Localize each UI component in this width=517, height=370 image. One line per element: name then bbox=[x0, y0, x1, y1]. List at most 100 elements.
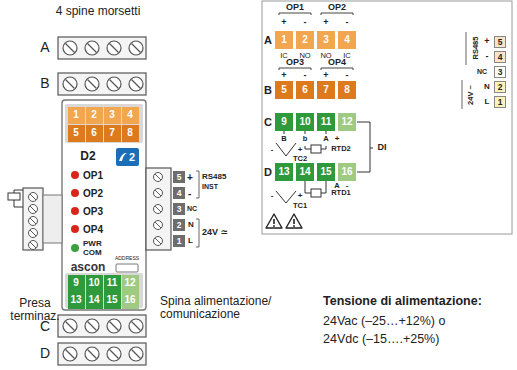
diagram-label: - bbox=[304, 18, 307, 28]
diagram-label: TC2 bbox=[293, 155, 307, 163]
diagram-label: D bbox=[264, 166, 272, 178]
terminal-number: 14 bbox=[299, 167, 310, 177]
terminal-box: 2 bbox=[494, 81, 506, 93]
diagram-label: OP3 bbox=[286, 58, 304, 68]
terminal-box: 4 bbox=[173, 187, 185, 199]
terminal-number: 3 bbox=[498, 68, 503, 77]
terminal-box: 1 bbox=[494, 96, 506, 108]
terminal-number: 2 bbox=[91, 110, 97, 120]
terminal-number: 15 bbox=[106, 295, 117, 305]
diagram-label: RTD1 bbox=[331, 189, 351, 197]
terminal-box: 9 bbox=[275, 113, 293, 131]
terminal-number: 13 bbox=[278, 167, 289, 177]
diagram-label: + bbox=[484, 37, 489, 47]
diagram-label: DI bbox=[378, 143, 387, 153]
diagram-label: + bbox=[298, 192, 303, 201]
terminal-box: 11 bbox=[317, 113, 335, 131]
diagram-label: OP2 bbox=[328, 3, 346, 13]
diagram-label: + bbox=[323, 18, 328, 28]
terminal-number: 10 bbox=[88, 278, 99, 288]
terminal-box: 10 bbox=[296, 113, 314, 131]
termination-socket bbox=[8, 188, 62, 250]
schematic-frame bbox=[262, 1, 512, 234]
diagram-label: + bbox=[281, 18, 286, 28]
diagram-label: OP3 bbox=[83, 206, 103, 217]
terminal-number: 4 bbox=[177, 189, 182, 198]
terminal-number: 14 bbox=[88, 295, 99, 305]
diagram-label: RS485 bbox=[472, 37, 480, 60]
terminal-number: 7 bbox=[323, 85, 329, 95]
terminal-box: 8 bbox=[122, 125, 139, 142]
terminal-number: 3 bbox=[177, 205, 182, 214]
terminal-number: 8 bbox=[344, 85, 350, 95]
terminal-box: 14 bbox=[86, 292, 103, 309]
terminal-box: 3 bbox=[317, 31, 335, 49]
terminal-number: 4 bbox=[344, 35, 350, 45]
terminal-number: 4 bbox=[127, 110, 133, 120]
diagram-label: - bbox=[346, 71, 349, 81]
terminal-box: 12 bbox=[338, 113, 356, 131]
diagram-label: Presa terminaz. bbox=[4, 297, 66, 323]
diagram-label: NC bbox=[477, 68, 487, 76]
diagram-label: L bbox=[188, 237, 193, 246]
terminal-box: 6 bbox=[86, 125, 103, 142]
power-comm-plug bbox=[146, 168, 199, 250]
diagram-label: B bbox=[264, 84, 272, 96]
terminal-box: 14 bbox=[296, 163, 314, 181]
terminal-box: 1 bbox=[68, 107, 85, 124]
terminal-block bbox=[58, 37, 146, 95]
terminal-number: 1 bbox=[498, 98, 503, 107]
terminal-number: 1 bbox=[177, 237, 182, 246]
terminal-number: 2 bbox=[498, 83, 503, 92]
terminal-box: 12 bbox=[122, 275, 139, 292]
diagram-label: Tensione di alimentazione: bbox=[323, 295, 482, 309]
terminal-box: 1 bbox=[173, 235, 185, 247]
diagram-label: N bbox=[188, 221, 194, 230]
diagram-label: RS485 bbox=[202, 173, 226, 182]
terminal-box: 2 bbox=[86, 107, 103, 124]
terminal-box: 10 bbox=[86, 275, 103, 292]
terminal-box: 4 bbox=[338, 31, 356, 49]
device-body bbox=[62, 100, 146, 310]
terminal-number: 5 bbox=[73, 128, 79, 138]
diagram-label: OP1 bbox=[83, 170, 103, 181]
diagram-label: - bbox=[188, 188, 191, 199]
terminal-box: 3 bbox=[173, 203, 185, 215]
diagram-label: 24Vac (–25…+12%) o bbox=[323, 315, 445, 329]
diagram-label: + bbox=[323, 71, 328, 81]
terminal-box: 7 bbox=[104, 125, 121, 142]
diagram-label: N bbox=[484, 83, 490, 92]
terminal-box: 4 bbox=[494, 51, 506, 63]
terminal-box: 6 bbox=[296, 81, 314, 99]
diagram-label: ascon bbox=[71, 261, 106, 274]
terminal-number: 7 bbox=[109, 128, 115, 138]
terminal-box: 5 bbox=[68, 125, 85, 142]
diagram-label: - bbox=[271, 146, 274, 155]
diagram-label: OP1 bbox=[286, 3, 304, 13]
diagram-label: NC bbox=[187, 205, 197, 213]
terminal-number: 16 bbox=[124, 295, 135, 305]
terminal-number: 15 bbox=[320, 167, 331, 177]
terminal-number: 1 bbox=[73, 110, 79, 120]
terminal-number: 9 bbox=[73, 278, 79, 288]
diagram-label: 24Vdc (–15….+25%) bbox=[323, 333, 439, 347]
diagram-label: PWR bbox=[83, 240, 102, 249]
terminal-box: 4 bbox=[122, 107, 139, 124]
terminal-number: 13 bbox=[70, 295, 81, 305]
diagram-label: + bbox=[298, 146, 303, 155]
diagram-label: L bbox=[485, 98, 490, 107]
terminal-number: 1 bbox=[281, 35, 287, 45]
diagram-label: + bbox=[281, 71, 286, 81]
terminal-number: 12 bbox=[341, 117, 352, 127]
diagram-label: D2 bbox=[80, 150, 95, 163]
terminal-number: 8 bbox=[127, 128, 133, 138]
diagram-label: + bbox=[335, 135, 340, 144]
terminal-number: 10 bbox=[299, 117, 310, 127]
diagram-label: b bbox=[303, 135, 308, 143]
diagram-label: RTD2 bbox=[331, 145, 351, 153]
terminal-box: 5 bbox=[173, 171, 185, 183]
diagram-label: + bbox=[187, 172, 193, 183]
terminal-box: 8 bbox=[338, 81, 356, 99]
diagram-label: 24V ≃ bbox=[202, 228, 228, 238]
terminal-box: 3 bbox=[104, 107, 121, 124]
